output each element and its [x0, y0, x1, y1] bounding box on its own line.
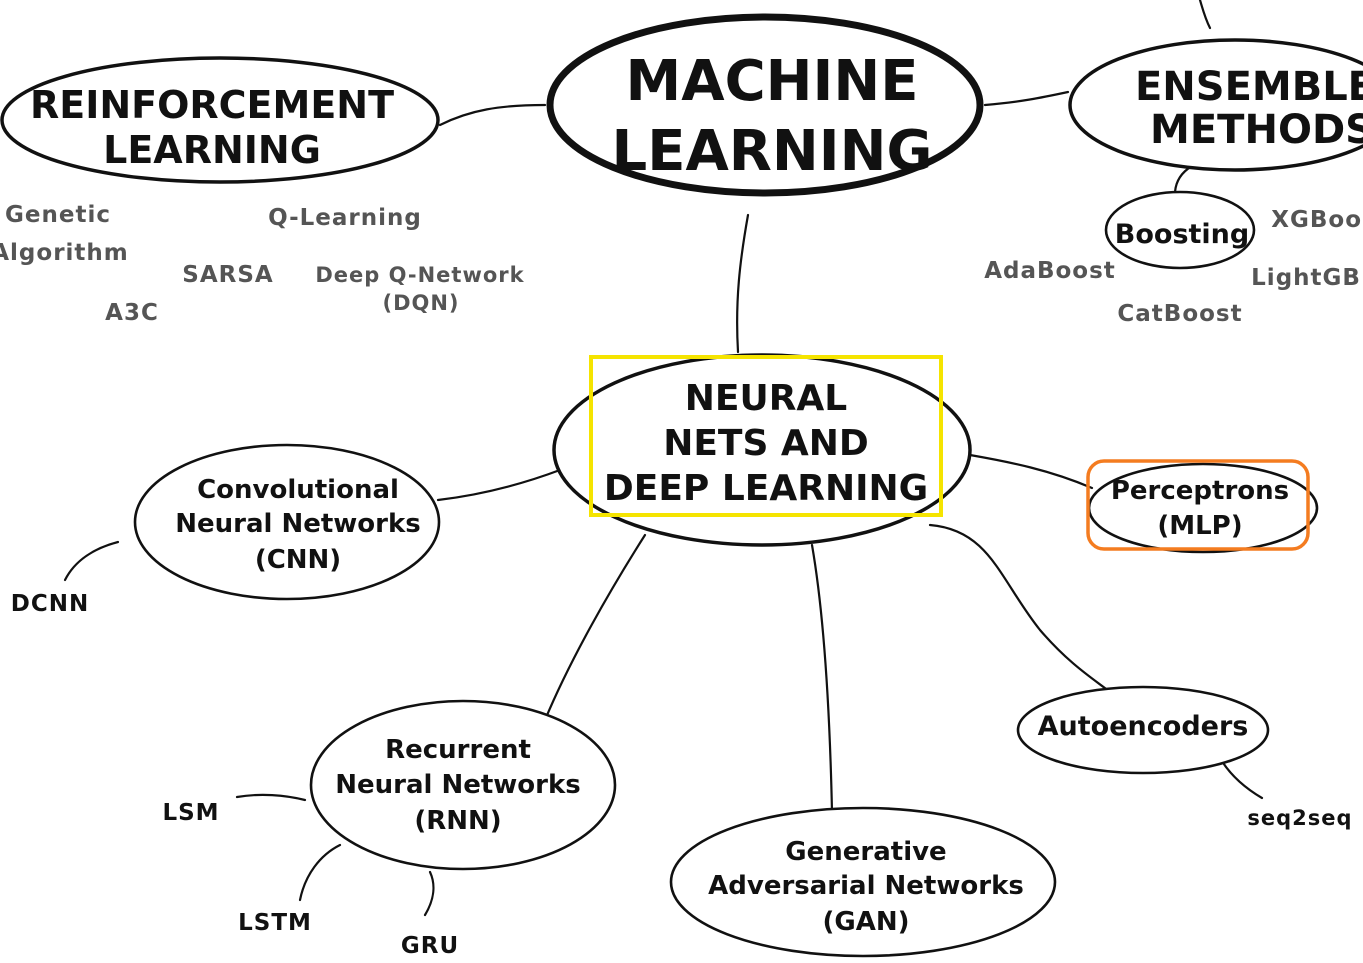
- edge-neural-rnn: [543, 533, 647, 722]
- neural-title-line-3: DEEP LEARNING: [604, 468, 928, 509]
- ml-title-line-1: MACHINE: [626, 49, 919, 114]
- ensemble-title-line-2: METHODS: [1150, 107, 1363, 153]
- node-rnn[interactable]: [309, 699, 617, 871]
- node-reinforcement-learning[interactable]: [0, 56, 440, 184]
- boosting-label: Boosting: [1115, 219, 1249, 250]
- ensemble-title-line-1: ENSEMBLE: [1135, 64, 1363, 110]
- edge-ml-rl: [438, 103, 547, 127]
- leaf-xgboost: XGBoost: [1271, 207, 1363, 233]
- cnn-line-2: Neural Networks: [175, 509, 421, 539]
- leaf-seq2seq: seq2seq: [1247, 806, 1352, 830]
- leaf-a3c: A3C: [105, 300, 159, 326]
- leaf-sarsa: SARSA: [182, 262, 273, 288]
- gan-line-3: (GAN): [823, 907, 910, 937]
- cnn-line-3: (CNN): [255, 545, 341, 575]
- edge-rnn-gru: [423, 870, 435, 917]
- perceptrons-line-1: Perceptrons: [1111, 476, 1289, 506]
- leaf-dqn-line-2: (DQN): [382, 291, 459, 315]
- edge-ml-neural: [736, 213, 750, 354]
- leaf-adaboost: AdaBoost: [984, 258, 1116, 284]
- leaf-genetic-line-2: Algorithm: [0, 240, 129, 266]
- cnn-line-1: Convolutional: [197, 475, 399, 505]
- selection-box-perceptrons: [1086, 459, 1310, 551]
- node-ensemble-methods[interactable]: [1068, 38, 1363, 172]
- leaf-q-learning: Q-Learning: [268, 205, 422, 231]
- node-gan[interactable]: [669, 806, 1057, 958]
- perceptrons-line-2: (MLP): [1157, 511, 1242, 541]
- edge-ensemble-top: [1198, 0, 1212, 30]
- leaf-genetic-line-1: Genetic: [5, 202, 111, 228]
- node-machine-learning[interactable]: [546, 13, 984, 197]
- rl-title-line-2: LEARNING: [103, 128, 321, 172]
- leaf-dcnn: DCNN: [11, 591, 89, 617]
- edge-neural-autoencoders: [928, 523, 1112, 694]
- selection-box-neural-nets: [589, 355, 943, 517]
- edge-neural-gan: [810, 543, 834, 814]
- edge-rnn-lsm: [235, 793, 307, 802]
- node-autoencoders[interactable]: [1016, 685, 1270, 775]
- leaf-gru: GRU: [401, 933, 459, 959]
- rnn-line-2: Neural Networks: [335, 770, 581, 800]
- edge-ensemble-boosting: [1173, 164, 1194, 194]
- autoencoders-label: Autoencoders: [1038, 711, 1249, 742]
- leaf-lstm: LSTM: [238, 910, 312, 936]
- leaf-lightgbm: LightGBM: [1251, 265, 1363, 291]
- leaf-lsm: LSM: [162, 800, 219, 826]
- edge-auto-seq2seq: [1218, 756, 1264, 800]
- edge-ml-ensemble: [983, 90, 1070, 107]
- node-cnn[interactable]: [133, 443, 441, 601]
- edge-cnn-dcnn: [63, 540, 120, 582]
- ml-title-line-2: LEARNING: [612, 119, 933, 184]
- edge-rnn-lstm: [298, 843, 342, 902]
- neural-title-line-2: NETS AND: [663, 423, 869, 464]
- gan-line-1: Generative: [785, 837, 946, 867]
- rnn-line-3: (RNN): [414, 806, 501, 836]
- gan-line-2: Adversarial Networks: [708, 871, 1024, 901]
- edge-neural-cnn: [436, 468, 562, 502]
- edge-neural-perceptrons: [968, 453, 1094, 490]
- leaf-catboost: CatBoost: [1117, 301, 1242, 327]
- rnn-line-1: Recurrent: [385, 735, 531, 765]
- leaf-dqn-line-1: Deep Q-Network: [315, 263, 524, 287]
- rl-title-line-1: REINFORCEMENT: [30, 83, 394, 127]
- node-boosting[interactable]: [1104, 190, 1256, 270]
- neural-title-line-1: NEURAL: [685, 378, 847, 419]
